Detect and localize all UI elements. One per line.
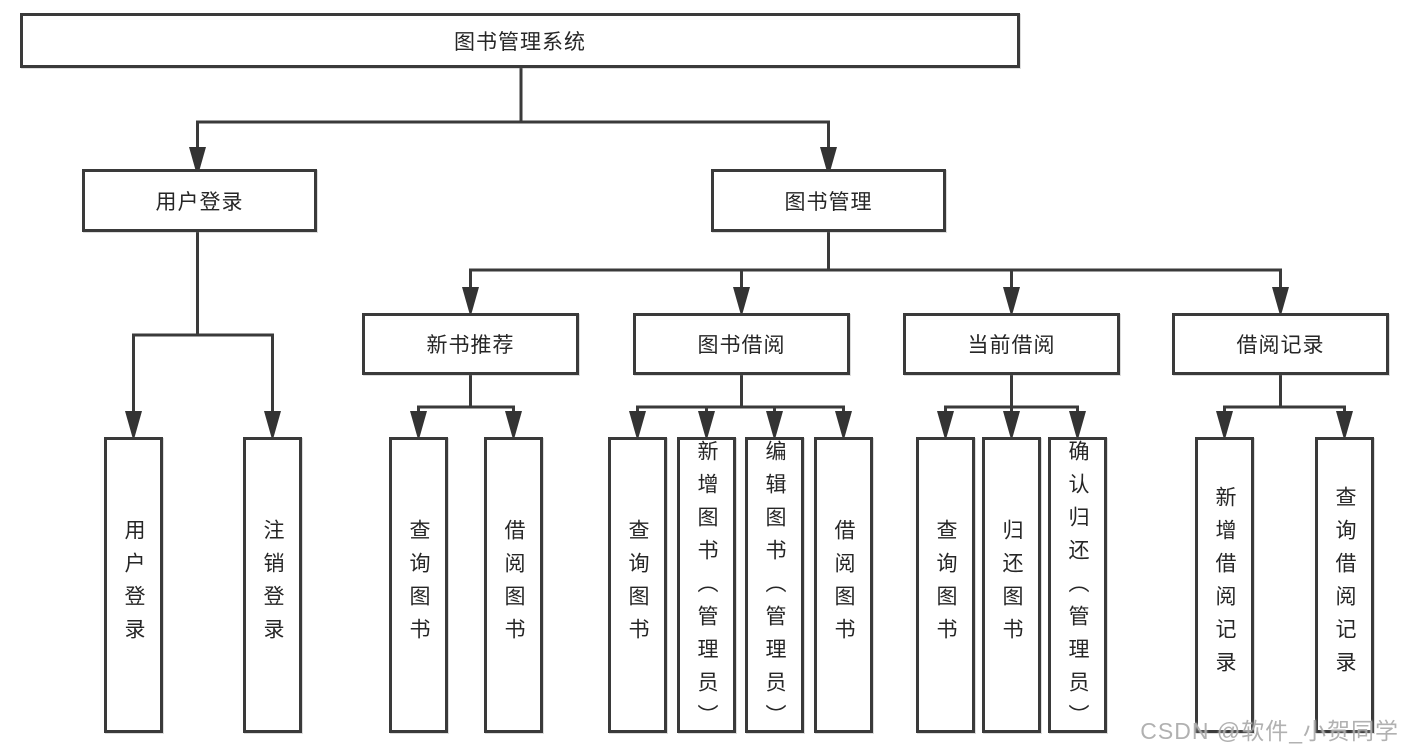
node-book-management-system: 图书管理系统	[20, 13, 1020, 68]
leaf-return-books: 归还图书	[982, 437, 1041, 733]
leaf-confirm-return-admin: 确认归还（管理员）	[1048, 437, 1107, 737]
leaf-query-books: 查询图书	[389, 437, 448, 733]
leaf-query-books: 查询图书	[916, 437, 975, 733]
node-new-book-recommend: 新书推荐	[362, 313, 579, 375]
leaf-borrow-books: 借阅图书	[814, 437, 873, 733]
leaf-query-borrow-record: 查询借阅记录	[1315, 437, 1374, 733]
node-current-borrowing: 当前借阅	[903, 313, 1120, 375]
leaf-user-login: 用户登录	[104, 437, 163, 733]
node-user-login: 用户登录	[82, 169, 317, 232]
leaf-add-borrow-record: 新增借阅记录	[1195, 437, 1254, 733]
leaf-borrow-books: 借阅图书	[484, 437, 543, 733]
leaf-add-books-admin: 新增图书（管理员）	[677, 437, 736, 737]
leaf-logout: 注销登录	[243, 437, 302, 733]
watermark: CSDN @软件_小贺同学	[1140, 718, 1399, 744]
leaf-edit-books-admin: 编辑图书（管理员）	[745, 437, 804, 737]
leaf-query-books: 查询图书	[608, 437, 667, 733]
node-borrowing-records: 借阅记录	[1172, 313, 1389, 375]
node-book-management: 图书管理	[711, 169, 946, 232]
arrowheads	[125, 147, 1353, 441]
node-book-borrowing: 图书借阅	[633, 313, 850, 375]
